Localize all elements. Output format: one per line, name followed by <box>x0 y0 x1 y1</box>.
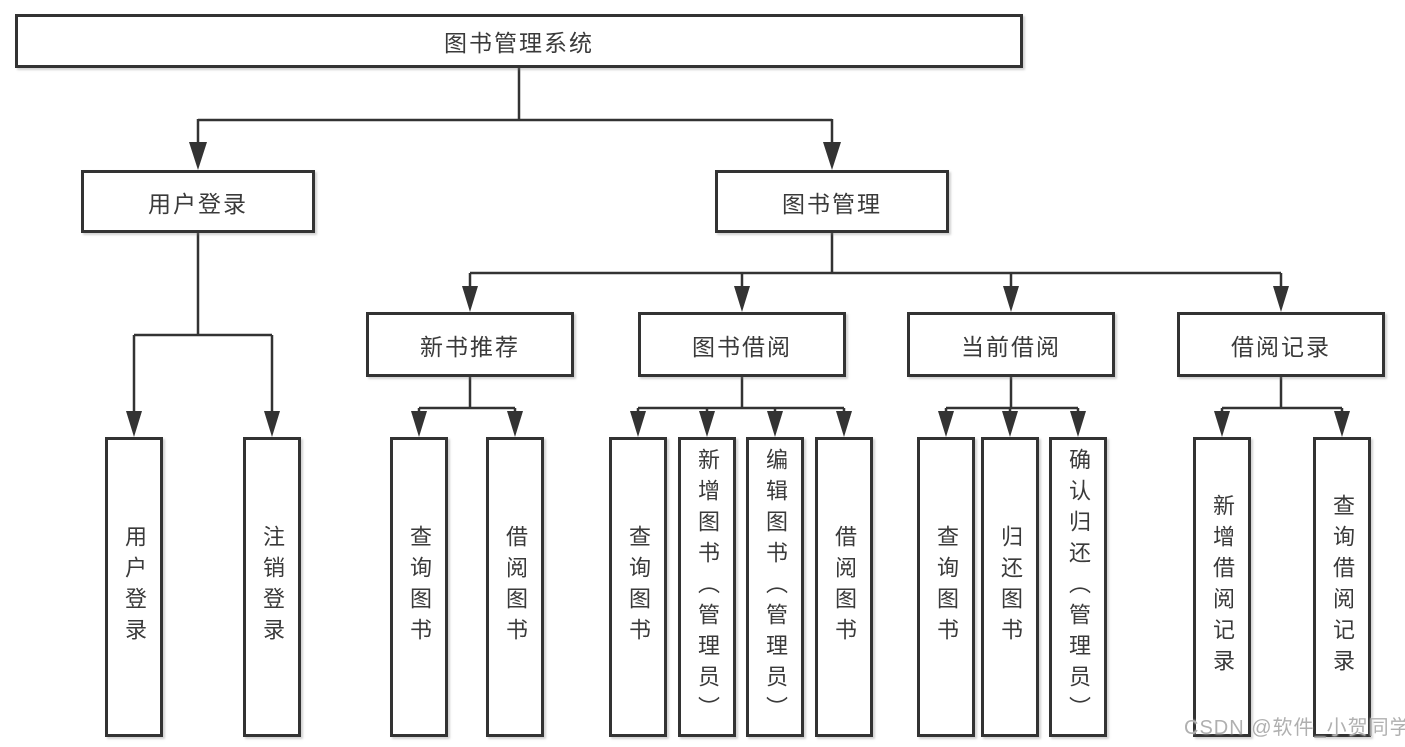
node-book-management: 图书管理 <box>715 170 949 233</box>
leaf-bb-borrow-books: 借阅图书 <box>815 437 873 737</box>
connector-user-login-to-leaves <box>132 233 274 418</box>
leaf-nbr-query-books-label: 查询图书 <box>407 525 432 649</box>
leaf-br-add-record-label: 新增借阅记录 <box>1210 494 1235 680</box>
connector-book-mgmt-to-sections <box>468 233 1283 292</box>
node-borrowing-records: 借阅记录 <box>1177 312 1385 377</box>
leaf-user-login: 用户登录 <box>105 437 163 737</box>
leaf-bb-query-books: 查询图书 <box>609 437 667 737</box>
leaf-cb-confirm-return-admin: 确认归还（管理员） <box>1049 437 1107 737</box>
connector-sections-to-leaves <box>417 377 1344 424</box>
leaf-br-add-record: 新增借阅记录 <box>1193 437 1251 737</box>
node-root: 图书管理系统 <box>15 14 1023 68</box>
leaf-cb-return-books-label: 归还图书 <box>998 525 1023 649</box>
leaf-cb-query-books-label: 查询图书 <box>934 525 959 649</box>
node-new-book-recommend-label: 新书推荐 <box>420 333 520 360</box>
leaf-bb-query-books-label: 查询图书 <box>626 525 651 649</box>
leaf-bb-add-books-admin: 新增图书（管理员） <box>678 437 736 737</box>
leaf-cb-query-books: 查询图书 <box>917 437 975 737</box>
leaf-nbr-borrow-books-label: 借阅图书 <box>503 525 528 649</box>
watermark: CSDN @软件_小贺同学 <box>1184 717 1405 739</box>
node-root-label: 图书管理系统 <box>444 30 594 56</box>
node-borrowing-records-label: 借阅记录 <box>1231 333 1331 360</box>
leaf-logout-label: 注销登录 <box>260 525 285 649</box>
leaf-br-query-record-label: 查询借阅记录 <box>1330 494 1355 680</box>
leaf-logout: 注销登录 <box>243 437 301 737</box>
node-current-borrowing-label: 当前借阅 <box>961 333 1061 360</box>
leaf-bb-edit-books-admin: 编辑图书（管理员） <box>746 437 804 737</box>
connector-root-to-level2 <box>196 68 834 148</box>
node-user-login-label: 用户登录 <box>148 190 248 217</box>
leaf-bb-borrow-books-label: 借阅图书 <box>832 525 857 649</box>
leaf-bb-edit-books-admin-label: 编辑图书（管理员） <box>763 447 788 727</box>
node-book-borrowing-label: 图书借阅 <box>692 333 792 360</box>
node-user-login: 用户登录 <box>81 170 315 233</box>
leaf-nbr-query-books: 查询图书 <box>390 437 448 737</box>
node-book-borrowing: 图书借阅 <box>638 312 846 377</box>
arrow-down-icon-sections <box>462 286 1289 312</box>
leaf-cb-return-books: 归还图书 <box>981 437 1039 737</box>
node-new-book-recommend: 新书推荐 <box>366 312 574 377</box>
arrow-down-icon-level2 <box>189 142 841 170</box>
arrow-down-icon-leaves <box>126 411 1350 437</box>
leaf-bb-add-books-admin-label: 新增图书（管理员） <box>695 447 720 727</box>
node-book-management-label: 图书管理 <box>782 190 882 217</box>
node-current-borrowing: 当前借阅 <box>907 312 1115 377</box>
leaf-br-query-record: 查询借阅记录 <box>1313 437 1371 737</box>
leaf-cb-confirm-return-admin-label: 确认归还（管理员） <box>1066 447 1091 727</box>
leaf-nbr-borrow-books: 借阅图书 <box>486 437 544 737</box>
leaf-user-login-label: 用户登录 <box>122 525 147 649</box>
